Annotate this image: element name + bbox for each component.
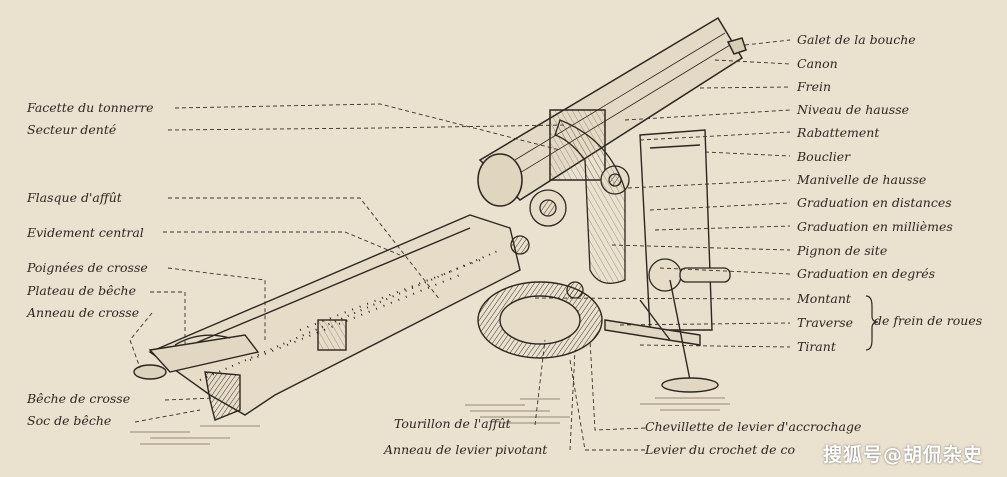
- wheel-brake: [604, 279, 719, 393]
- label-de-frein-de-roues: de frein de roues: [874, 313, 983, 328]
- label-evidement-central: Evidement central: [27, 225, 144, 240]
- wheel: [477, 281, 603, 359]
- gear-mechanism: [510, 119, 731, 299]
- label-montant: Montant: [797, 291, 851, 306]
- leader-lines: [129, 39, 791, 451]
- label-pignon-de-site: Pignon de site: [797, 243, 888, 258]
- label-niveau-de-hausse: Niveau de hausse: [797, 102, 910, 117]
- label-manivelle-de-hausse: Manivelle de hausse: [797, 172, 927, 187]
- label-soc-de-beche: Soc de bêche: [27, 413, 112, 428]
- label-anneau-de-crosse: Anneau de crosse: [27, 305, 140, 320]
- label-chevillette-de-levier-d-accrochage: Chevillette de levier d'accrochage: [645, 419, 862, 434]
- label-tirant: Tirant: [797, 339, 836, 354]
- trail: [148, 214, 521, 416]
- label-facette-du-tonnerre: Facette du tonnerre: [27, 100, 154, 115]
- label-rabattement: Rabattement: [797, 125, 880, 140]
- watermark: 搜狐号@胡侃杂史: [822, 444, 983, 466]
- label-bouclier: Bouclier: [797, 149, 851, 164]
- label-anneau-de-levier-pivotant: Anneau de levier pivotant: [384, 442, 548, 457]
- label-graduation-en-degres: Graduation en degrés: [797, 266, 936, 281]
- label-traverse: Traverse: [797, 315, 854, 330]
- label-plateau-de-beche: Plateau de bêche: [27, 283, 136, 298]
- label-canon: Canon: [797, 56, 838, 71]
- label-flasque-d-affut: Flasque d'affût: [27, 190, 122, 205]
- label-secteur-dente: Secteur denté: [27, 122, 117, 137]
- label-frein: Frein: [797, 79, 832, 94]
- label-beche-de-crosse: Bêche de crosse: [27, 391, 131, 406]
- shield: [639, 129, 713, 331]
- label-poignees-de-crosse: Poignées de crosse: [27, 260, 148, 275]
- label-tourillon-de-l-affut: Tourillon de l'affût: [394, 416, 511, 431]
- ground-shading: [130, 397, 730, 445]
- label-graduation-en-milliemes: Graduation en millièmes: [797, 219, 953, 234]
- spade: [133, 334, 260, 421]
- label-graduation-en-distances: Graduation en distances: [797, 195, 952, 210]
- brace: [865, 295, 879, 351]
- label-galet-de-la-bouche: Galet de la bouche: [797, 32, 916, 47]
- label-levier-du-crochet-de-co: Levier du crochet de co: [645, 442, 795, 457]
